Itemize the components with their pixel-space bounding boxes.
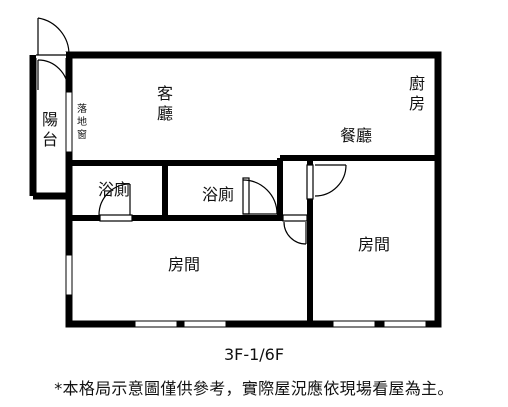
bath-left-door-icon: [98, 183, 133, 222]
balcony-door-icon: [37, 59, 69, 91]
bath-right-label: 浴廁: [202, 185, 235, 204]
floor-label: 3F-1/6F: [223, 345, 285, 364]
living-room-label: 客 廳: [156, 84, 173, 123]
disclaimer-note: *本格局示意圖僅供參考，實際屋況應依現場看屋為主。: [54, 379, 454, 398]
entry-door-icon: [36, 17, 70, 58]
bath-left-label: 浴廁: [98, 180, 131, 199]
outer-walls: [65, 51, 442, 328]
floor-plan: [29, 17, 442, 328]
balcony-label: 陽 台: [41, 110, 58, 149]
dining-room-label: 餐廳: [340, 126, 373, 145]
bath-right-door-icon: [242, 177, 278, 215]
french-window-label: 落地窗: [77, 104, 87, 141]
bedroom-left-door-icon: [282, 214, 308, 245]
kitchen-label: 廚 房: [408, 74, 425, 113]
balcony-walls: [29, 55, 69, 200]
bedroom-right-door-icon: [306, 164, 347, 200]
windows: [65, 91, 427, 328]
bedroom-left-label: 房間: [168, 255, 201, 274]
bedroom-right-label: 房間: [358, 235, 391, 254]
